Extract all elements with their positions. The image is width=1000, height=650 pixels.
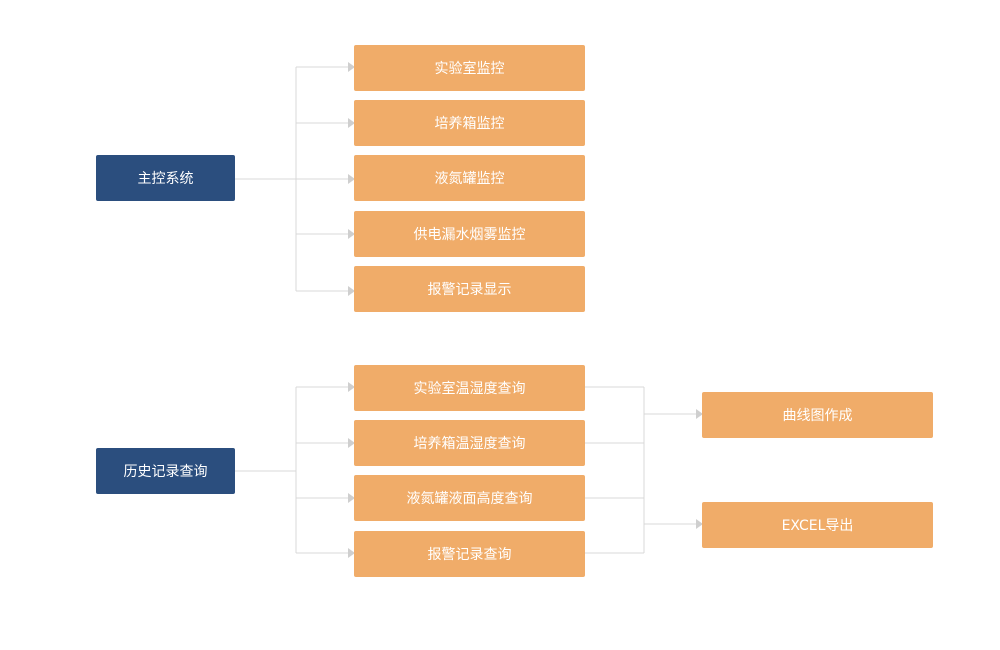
arrow-head [348, 174, 355, 184]
node-curve-chart: 曲线图作成 [702, 392, 933, 438]
root-node-history-query: 历史记录查询 [96, 448, 235, 494]
node-power-leak-smoke-monitor: 供电漏水烟雾监控 [354, 211, 585, 257]
arrow-head [348, 493, 355, 503]
node-incubator-monitor: 培养箱监控 [354, 100, 585, 146]
arrow-head [696, 519, 703, 529]
node-lab-temp-humidity-query: 实验室温湿度查询 [354, 365, 585, 411]
arrow-head [348, 382, 355, 392]
node-liquid-nitrogen-level-query: 液氮罐液面高度查询 [354, 475, 585, 521]
node-lab-monitor: 实验室监控 [354, 45, 585, 91]
node-excel-export: EXCEL导出 [702, 502, 933, 548]
node-incubator-temp-humidity-query: 培养箱温湿度查询 [354, 420, 585, 466]
arrow-head [348, 229, 355, 239]
arrow-head [696, 409, 703, 419]
arrow-head [348, 548, 355, 558]
arrow-head [348, 438, 355, 448]
arrow-head [348, 62, 355, 72]
node-alarm-record-query: 报警记录查询 [354, 531, 585, 577]
arrow-head [348, 286, 355, 296]
node-liquid-nitrogen-monitor: 液氮罐监控 [354, 155, 585, 201]
node-alarm-record-display: 报警记录显示 [354, 266, 585, 312]
root-node-main-control: 主控系统 [96, 155, 235, 201]
arrow-head [348, 118, 355, 128]
